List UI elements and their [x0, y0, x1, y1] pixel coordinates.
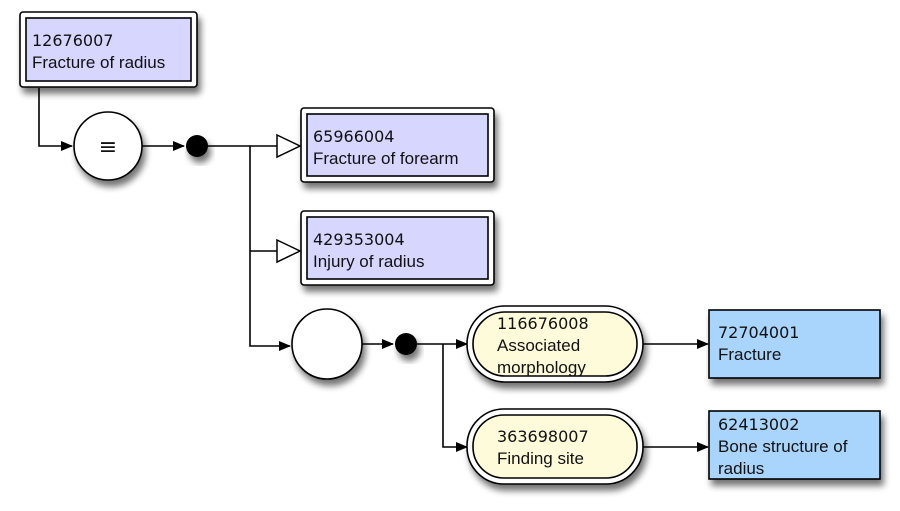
attribute-id: 116676008 — [497, 314, 589, 333]
parent-concept-label: Injury of radius — [313, 252, 425, 271]
value-concept-label-line: Fracture — [718, 345, 781, 364]
conjunction-dot-icon — [186, 135, 208, 157]
parent-concept-label: Fracture of forearm — [313, 149, 459, 168]
parent-concept-id: 65966004 — [313, 127, 394, 146]
parent-concept-node[interactable] — [300, 210, 495, 286]
connector-group-attr-2 — [442, 344, 468, 452]
conjunction-dot-icon — [395, 333, 417, 355]
value-concept-id: 62413002 — [718, 415, 799, 434]
value-concept-id: 72704001 — [718, 323, 799, 342]
connector-focus-to-definition — [38, 88, 73, 151]
parent-concept-node[interactable] — [300, 107, 495, 183]
attribute-label-line: morphology — [497, 358, 586, 377]
attribute-node[interactable] — [466, 305, 644, 383]
value-concept-node[interactable] — [708, 410, 881, 480]
focus-concept-node[interactable] — [19, 11, 198, 88]
attribute-node[interactable] — [466, 408, 644, 485]
focus-concept-id: 12676007 — [32, 31, 113, 50]
attribute-label-line: Associated — [497, 336, 580, 355]
focus-concept-label: Fracture of radius — [32, 53, 165, 72]
value-concept-label-line: Bone structure of — [718, 437, 848, 456]
connector-conjunction-trunk — [208, 145, 291, 351]
connectors — [38, 88, 709, 452]
definition-status-node — [73, 111, 143, 181]
value-concept-node[interactable] — [708, 309, 881, 379]
relationship-group-node — [291, 308, 363, 380]
equivalence-icon: ≡ — [99, 135, 117, 160]
attribute-id: 363698007 — [497, 427, 589, 446]
parent-concept-id: 429353004 — [313, 230, 405, 249]
attribute-label-line: Finding site — [497, 449, 584, 468]
value-concept-label-line: radius — [718, 459, 764, 478]
